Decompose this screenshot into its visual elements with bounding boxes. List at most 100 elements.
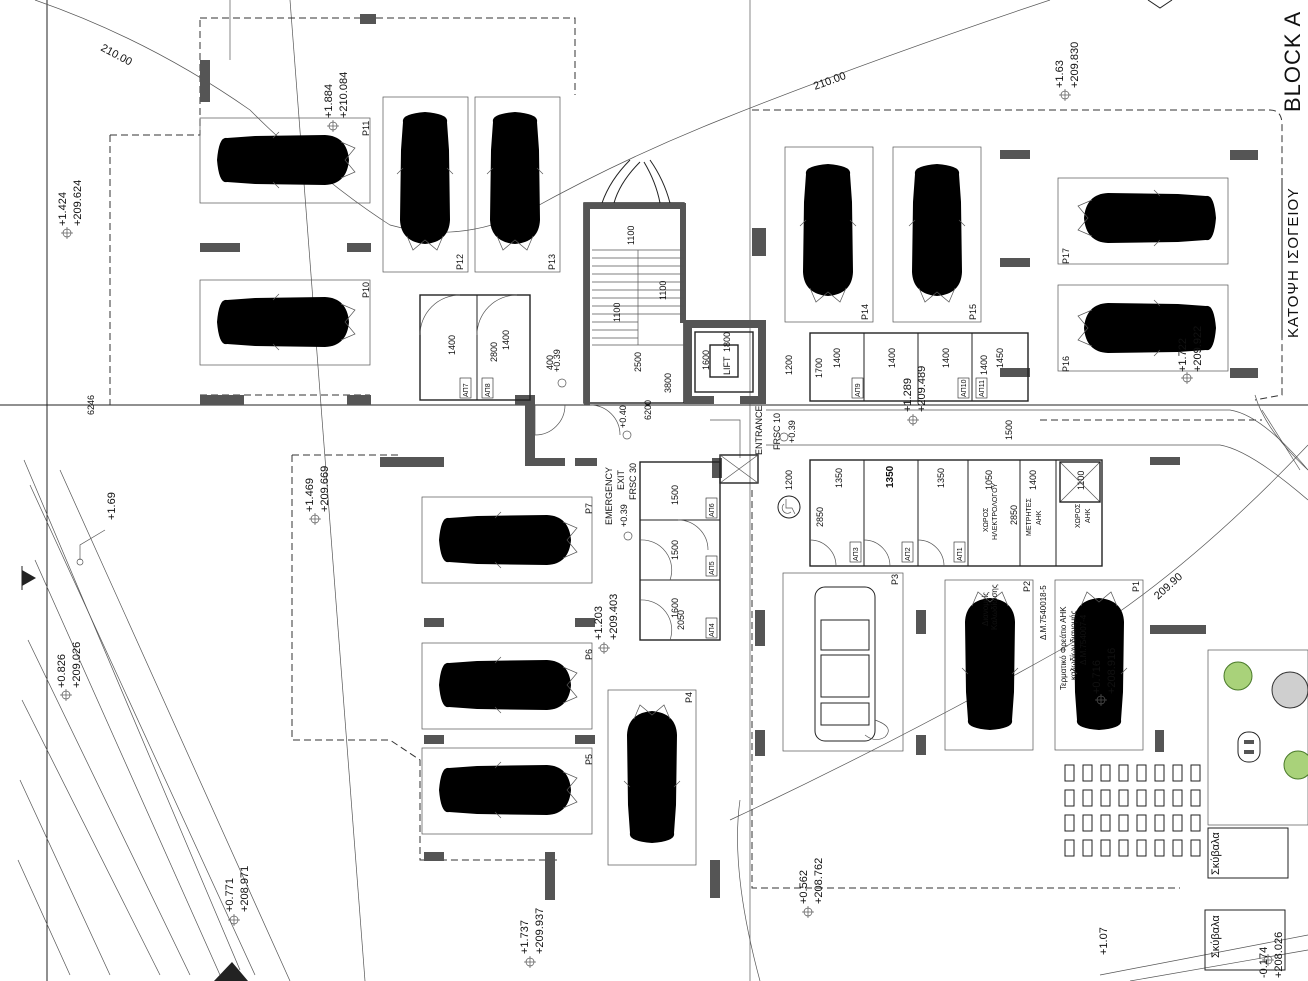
building-core [515, 159, 766, 484]
dimension: 1350 [834, 468, 844, 488]
contour-label: 209.90 [1152, 571, 1185, 602]
contour-lines [34, 0, 1308, 981]
ahk-room-label: ΑΗΚ [1085, 508, 1092, 523]
parking-label: P13 [547, 254, 557, 270]
plant-icon [1283, 750, 1308, 780]
substation-reference: Δ.Μ.754007-4 [1079, 614, 1088, 665]
plan-subtitle: ΚΑΤΟΨΗ ΙΣΟΓΕΙΟΥ [1285, 187, 1302, 338]
crossing-stripes [1064, 764, 1201, 857]
parking-label: P4 [684, 692, 694, 703]
dimension: 1400 [501, 330, 511, 350]
dimension: 1400 [979, 355, 989, 375]
parking-label: P5 [584, 754, 594, 765]
meters-label: ΑΗΚ [1036, 510, 1043, 525]
dimensions: 6246 1400 2800 1400 1100 1100 1100 2500 … [86, 226, 1086, 630]
dimension: 2850 [815, 507, 825, 527]
dimension: 1350 [936, 468, 946, 488]
dimension: 1100 [612, 303, 622, 322]
small-level: +0.40 [618, 405, 628, 428]
storage-tag: ΑΠ9 [855, 383, 862, 397]
dimension: 2500 [633, 352, 643, 372]
level-absolute: +208.916 [1106, 648, 1118, 694]
level-relative: +1.722 [1177, 338, 1189, 372]
level-absolute: +208.026 [1273, 932, 1285, 978]
level-absolute: +209.669 [319, 466, 331, 512]
parking-label: P12 [455, 254, 465, 270]
level-relative: +1.469 [304, 478, 316, 512]
storage-tag: ΑΠ10 [961, 379, 968, 397]
level-absolute: +209.624 [72, 180, 84, 226]
level-relative: +1.289 [902, 378, 914, 412]
parking-label: P14 [860, 304, 870, 320]
dimension: 1600 [701, 350, 711, 370]
level-markers: +1.884 +210.084 +1.424 +209.624 +1.63 +2… [56, 42, 1285, 978]
substation-label: Τερματικό Φρεάτιο ΑΗΚ [1059, 606, 1068, 690]
dimension: 1400 [1028, 470, 1038, 490]
dimension: 1500 [670, 540, 680, 560]
dimension: 1400 [447, 335, 457, 355]
meters-label: ΜΕΤΡΗΤΕΣ [1026, 498, 1033, 536]
plant-icon [1223, 661, 1253, 691]
level-relative: +1.884 [323, 84, 335, 118]
room-labels: ENTRANCE FRSC 10 EMERGENCY EXIT FRSC 30 … [604, 405, 1222, 958]
dimension: 400 [545, 355, 555, 370]
dimension: 1600 [670, 598, 680, 618]
level-relative: +1.424 [57, 192, 69, 226]
entrance-fire-rating: FRSC 10 [772, 413, 782, 450]
dimension: 1350 [885, 465, 896, 488]
storage-tag: ΑΠ1 [957, 547, 964, 561]
dimension: 1100 [1076, 471, 1086, 490]
distribution-label: Διανομείς [981, 592, 990, 626]
bins-label: Σκύβαλα [1210, 832, 1222, 875]
dimension: 1500 [1004, 420, 1014, 440]
storage-tag: ΑΠ2 [905, 547, 912, 561]
block-title: BLOCK A [1280, 11, 1305, 112]
walkway [766, 394, 1308, 501]
dimension: 1400 [941, 348, 951, 368]
level-relative: +1.07 [1098, 927, 1110, 955]
level-relative: +0.562 [798, 870, 810, 904]
level-relative: +1.69 [106, 492, 118, 520]
parking-label: P7 [584, 503, 594, 514]
lift [684, 320, 766, 404]
level-relative: +1.203 [593, 606, 605, 640]
level-absolute: +209.403 [608, 594, 620, 640]
lift-label: LIFT [722, 356, 732, 375]
level-absolute: +209.489 [916, 366, 928, 412]
level-relative: -0.174 [1258, 947, 1270, 978]
storage-tag: ΑΠ5 [709, 561, 716, 575]
storage-tags: ΑΠ7 ΑΠ8 ΑΠ9 ΑΠ10 ΑΠ11 ΑΠ1 ΑΠ2 ΑΠ3 ΑΠ4 ΑΠ… [459, 377, 988, 639]
exit-label: EXIT [616, 469, 626, 490]
parking-label: P15 [968, 304, 978, 320]
dimension: 1700 [814, 358, 824, 378]
parking-label: P6 [584, 649, 594, 660]
dimension: 1400 [887, 348, 897, 368]
level-relative: +1.63 [1054, 60, 1066, 88]
bins-label: Σκύβαλα [1210, 915, 1222, 958]
level-relative: +0.826 [56, 654, 68, 688]
storage-tag: ΑΠ3 [853, 547, 860, 561]
substation-label: καλωδίων διανομής [1069, 610, 1078, 680]
level-absolute: +209.026 [71, 642, 83, 688]
level-absolute: +210.084 [338, 72, 350, 118]
level-relative: +0.716 [1091, 660, 1103, 694]
small-level: +0.39 [552, 349, 562, 372]
emergency-label: EMERGENCY [604, 467, 614, 525]
level-absolute: +208.971 [239, 866, 251, 912]
car-p3 [814, 586, 889, 742]
storage-rooms [419, 294, 1103, 641]
parking-label: P10 [361, 282, 371, 298]
storage-tag: ΑΠ8 [485, 383, 492, 397]
level-relative: +1.737 [519, 920, 531, 954]
wall-stubs [200, 14, 1258, 900]
parked-cars [199, 96, 1229, 866]
level-absolute: +208.762 [813, 858, 825, 904]
section-marker-icon [21, 0, 1173, 981]
dimension: 2850 [1009, 505, 1019, 525]
electrical-room-label: ΗΛΕΚΤΡΟΛΟΓΟΥ [992, 483, 999, 540]
dimension: 1450 [995, 348, 1005, 368]
dimension: 1200 [784, 470, 794, 490]
small-level: +0.39 [619, 504, 629, 527]
tree-icon [1271, 671, 1308, 709]
